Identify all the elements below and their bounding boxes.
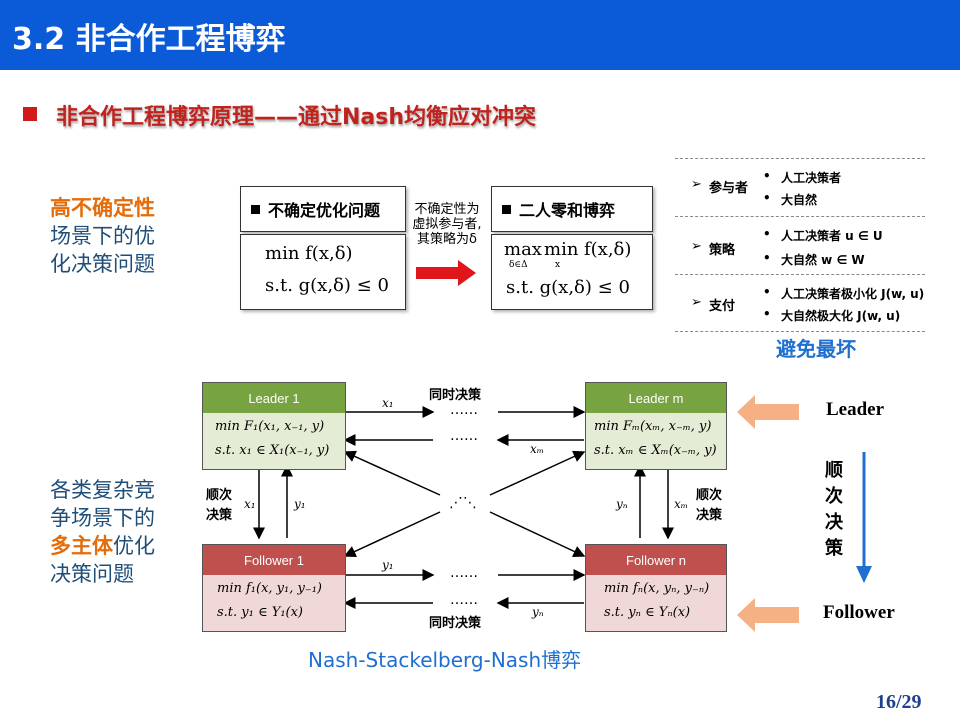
leader-1-title: Leader 1 bbox=[203, 383, 345, 413]
item-marker-icon: • bbox=[763, 191, 771, 205]
follower-1-objective: min f₁(x, y₁, y₋₁) bbox=[217, 581, 322, 596]
payoff-nature: 大自然极大化 J(w, u) bbox=[781, 309, 901, 323]
participant-nature: 大自然 bbox=[781, 193, 818, 207]
row-marker-icon: ➢ bbox=[691, 177, 702, 192]
red-arrow-icon bbox=[416, 260, 476, 286]
section-subtitle: 非合作工程博弈原理——通过Nash均衡应对冲突 bbox=[56, 105, 537, 130]
var-x1-side: x₁ bbox=[244, 497, 256, 511]
avoid-worst-label: 避免最坏 bbox=[776, 337, 856, 361]
arrow-note-line3: 其策略为δ bbox=[417, 232, 477, 247]
leader-label: Leader bbox=[826, 399, 885, 420]
participants-label: 参与者 bbox=[709, 181, 749, 196]
zero-sum-objective: f(x,δ) bbox=[584, 239, 632, 260]
var-yn-side: yₙ bbox=[616, 497, 628, 511]
zero-sum-title-box: 二人零和博弈 bbox=[491, 186, 653, 232]
dots-bottom-1: …… bbox=[450, 565, 478, 581]
leader-orange-arrow-icon bbox=[737, 395, 799, 429]
table-row-payoff: ➢ 支付 • 人工决策者极小化 J(w, u) • 大自然极大化 J(w, u) bbox=[675, 274, 925, 332]
dots-top-2: …… bbox=[450, 428, 478, 444]
simultaneous-decision-top: 同时决策 bbox=[429, 388, 482, 403]
table-row-participants: ➢ 参与者 • 人工决策者 • 大自然 bbox=[675, 158, 925, 217]
row-marker-icon: ➢ bbox=[691, 239, 702, 254]
leader-1-card: Leader 1 min F₁(x₁, x₋₁, y) s.t. x₁ ∈ X₁… bbox=[202, 382, 346, 470]
item-marker-icon: • bbox=[763, 251, 771, 265]
participant-human: 人工决策者 bbox=[781, 171, 842, 185]
item-marker-icon: • bbox=[763, 285, 771, 299]
leader-1-constraint: s.t. x₁ ∈ X₁(x₋₁, y) bbox=[215, 443, 330, 458]
max-operator: max bbox=[504, 239, 542, 260]
square-bullet-icon bbox=[502, 204, 511, 214]
follower-1-card: Follower 1 min f₁(x, y₁, y₋₁) s.t. y₁ ∈ … bbox=[202, 544, 346, 632]
follower-1-title: Follower 1 bbox=[203, 545, 345, 575]
follower-n-objective: min fₙ(x, yₙ, y₋ₙ) bbox=[604, 581, 710, 596]
multi-agent-highlight: 多主体 bbox=[50, 534, 113, 558]
var-yn-bottom: yₙ bbox=[532, 605, 544, 619]
leader-m-constraint: s.t. xₘ ∈ Xₘ(x₋ₘ, y) bbox=[594, 443, 717, 458]
simultaneous-decision-bottom: 同时决策 bbox=[429, 616, 482, 631]
left-top-description: 高不确定性 场景下的优 化决策问题 bbox=[50, 194, 155, 278]
row-marker-icon: ➢ bbox=[691, 295, 702, 310]
left-bottom-line2: 争场景下的 bbox=[50, 506, 155, 530]
bullet-square-icon bbox=[23, 107, 37, 121]
header-bar bbox=[0, 0, 960, 70]
left-top-line1: 高不确定性 bbox=[50, 196, 155, 220]
slide-title: 3.2 非合作工程博弈 bbox=[12, 22, 286, 57]
arrow-note-line2: 虚拟参与者, bbox=[412, 217, 482, 232]
down-arrow-icon bbox=[856, 452, 872, 583]
zero-sum-title: 二人零和博弈 bbox=[519, 201, 616, 220]
strategies-label: 策略 bbox=[709, 243, 736, 258]
follower-orange-arrow-icon bbox=[737, 598, 799, 632]
left-top-line3: 化决策问题 bbox=[50, 252, 155, 276]
follower-n-title: Follower n bbox=[586, 545, 726, 575]
var-xm-top: xₘ bbox=[530, 442, 545, 456]
strategy-human: 人工决策者 u ∈ U bbox=[781, 229, 883, 243]
dots-bottom-2: …… bbox=[450, 592, 478, 608]
uncertain-problem-title-box: 不确定优化问题 bbox=[240, 186, 406, 232]
uncertain-problem-formula-box: min f(x,δ) s.t. g(x,δ) ≤ 0 bbox=[240, 234, 406, 310]
strategy-nature: 大自然 w ∈ W bbox=[781, 253, 865, 267]
left-bottom-description: 各类复杂竞 争场景下的 多主体优化 决策问题 bbox=[50, 476, 155, 588]
sequential-label-right: 顺次 决策 bbox=[696, 488, 723, 523]
left-top-line2: 场景下的优 bbox=[50, 224, 155, 248]
leader-m-card: Leader m min Fₘ(xₘ, x₋ₘ, y) s.t. xₘ ∈ Xₘ… bbox=[585, 382, 727, 470]
left-bottom-line1: 各类复杂竞 bbox=[50, 478, 155, 502]
uncertain-problem-title: 不确定优化问题 bbox=[268, 201, 381, 220]
var-y1-bottom: y₁ bbox=[382, 558, 394, 572]
leader-1-objective: min F₁(x₁, x₋₁, y) bbox=[215, 419, 325, 434]
leader-m-title: Leader m bbox=[586, 383, 726, 413]
left-bottom-line3-rest: 优化 bbox=[113, 534, 155, 558]
follower-n-card: Follower n min fₙ(x, yₙ, y₋ₙ) s.t. yₙ ∈ … bbox=[585, 544, 727, 632]
item-marker-icon: • bbox=[763, 307, 771, 321]
vertical-sequential-text: 顺 次 决 策 bbox=[825, 460, 843, 559]
min-operator: min bbox=[544, 239, 579, 260]
left-bottom-line4: 决策问题 bbox=[50, 562, 134, 586]
follower-label: Follower bbox=[823, 602, 895, 623]
payoff-human: 人工决策者极小化 J(w, u) bbox=[781, 287, 925, 301]
uncertain-objective: min f(x,δ) bbox=[265, 243, 353, 264]
var-x1-top: x₁ bbox=[382, 396, 394, 410]
diagram-caption: Nash-Stackelberg-Nash博弈 bbox=[308, 648, 582, 672]
var-y1-side: y₁ bbox=[294, 497, 306, 511]
payoff-label: 支付 bbox=[709, 299, 736, 314]
center-ellipsis: ⋰⋱ bbox=[449, 495, 477, 511]
follower-1-constraint: s.t. y₁ ∈ Y₁(x) bbox=[217, 605, 304, 620]
square-bullet-icon bbox=[251, 204, 260, 214]
sequential-label-left: 顺次 决策 bbox=[206, 488, 233, 523]
dots-top-1: …… bbox=[450, 402, 478, 418]
min-subscript: x bbox=[555, 260, 561, 270]
leader-m-objective: min Fₘ(xₘ, x₋ₘ, y) bbox=[594, 419, 712, 434]
follower-n-constraint: s.t. yₙ ∈ Yₙ(x) bbox=[604, 605, 691, 620]
table-row-strategies: ➢ 策略 • 人工决策者 u ∈ U • 大自然 w ∈ W bbox=[675, 216, 925, 275]
item-marker-icon: • bbox=[763, 169, 771, 183]
page-number: 16/29 bbox=[876, 691, 922, 713]
uncertain-constraint: s.t. g(x,δ) ≤ 0 bbox=[265, 275, 389, 296]
zero-sum-constraint: s.t. g(x,δ) ≤ 0 bbox=[506, 277, 630, 298]
arrow-note: 不确定性为 虚拟参与者, 其策略为δ bbox=[407, 202, 487, 247]
item-marker-icon: • bbox=[763, 227, 771, 241]
var-xm-side: xₘ bbox=[674, 497, 689, 511]
max-subscript: δ∈Δ bbox=[509, 260, 528, 270]
arrow-note-line1: 不确定性为 bbox=[414, 202, 480, 217]
zero-sum-formula-box: max δ∈Δ min x f(x,δ) s.t. g(x,δ) ≤ 0 bbox=[491, 234, 653, 310]
